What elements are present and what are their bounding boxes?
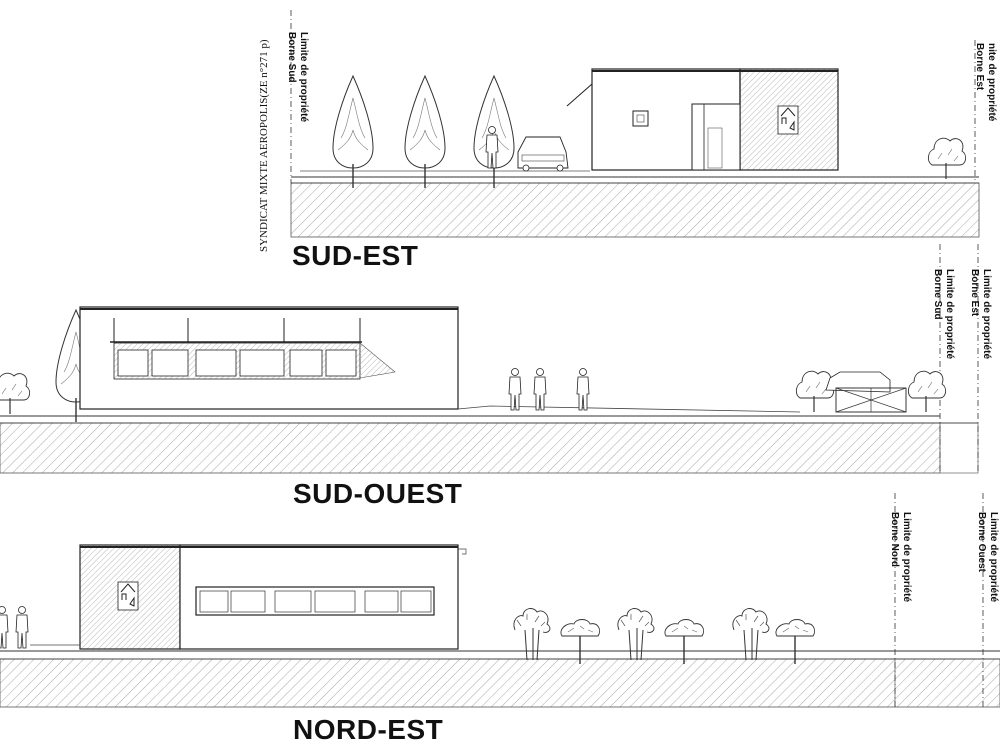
boundary-line2: Borne Sud [932,269,943,320]
title-sud-est: SUD-EST [292,240,419,271]
car-gate-icon [825,371,907,413]
boundary-label-sud-ouest-a: Limite de propriété Borne Sud [931,269,955,359]
boundary-label-nord-est-a: Limite de propriété Borne Nord [888,512,912,602]
boundary-line2: Borne Est [974,43,985,91]
boundary-label-nord-est-b: Limite de propriété Borne Ouest [975,512,999,602]
boundary-line1: Limite de propriété [944,269,955,360]
boundary-line1: Limite de propriété [988,512,999,603]
building-sud-ouest [79,306,459,410]
boundary-line2: Borne Est [969,269,980,317]
boundary-label-sud-est-right: nite de propriété Borne Est [973,43,997,121]
boundary-line2: Borne Sud [286,32,297,83]
boundary-line1: Limite de propriété [901,512,912,603]
boundary-line1: Limite de propriété [981,269,992,360]
boundary-line1: Limite de propriété [298,32,309,123]
elevation-nord-est [0,493,1000,708]
car-icon [517,136,569,172]
elevation-sud-est [290,10,980,238]
elevation-sud-ouest [0,244,979,474]
boundary-line2: Borne Ouest [976,512,987,573]
boundary-line1: nite de propriété [986,43,997,122]
building-nord-est [79,544,467,650]
boundary-line2: Borne Nord [889,512,900,567]
boundary-label-sud-est-left: Limite de propriété Borne Sud [285,32,309,122]
neighbor-label: SYNDICAT MIXTE AEROPOLIS(ZE n°271 p) [258,39,270,252]
boundary-label-sud-ouest-b: Limite de propriété Borne Est [968,269,992,359]
building-sud-est [566,68,839,171]
title-nord-est: NORD-EST [293,714,444,745]
title-sud-ouest: SUD-OUEST [293,478,463,509]
